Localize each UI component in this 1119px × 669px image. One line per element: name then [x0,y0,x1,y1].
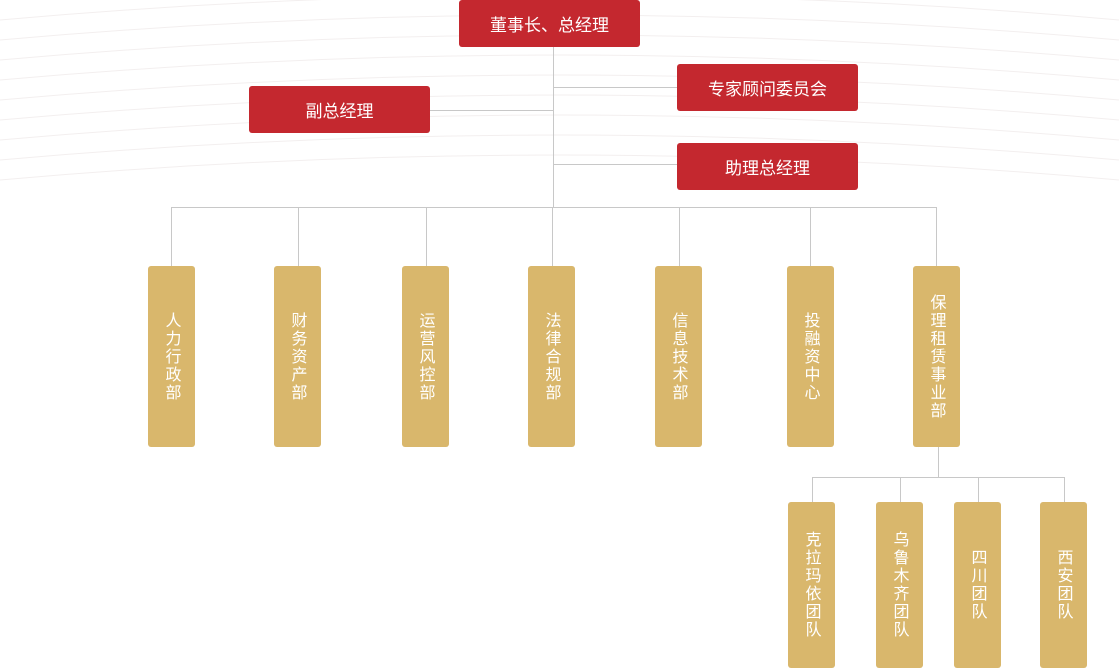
department-label: 信息技术部 [669,311,689,402]
node-team-xian: 西安团队 [1040,502,1087,668]
department-label: 保理租赁事业部 [927,293,947,420]
department-label: 运营风控部 [416,311,436,402]
department-label: 投融资中心 [801,311,821,402]
node-assistant-gm: 助理总经理 [677,143,858,190]
node-department-investment: 投融资中心 [787,266,834,447]
node-department-legal: 法律合规部 [528,266,575,447]
node-department-it: 信息技术部 [655,266,702,447]
node-chairman-gm-label: 董事长、总经理 [490,16,609,36]
team-label: 克拉玛依团队 [802,531,822,639]
node-department-finance: 财务资产部 [274,266,321,447]
team-label: 西安团队 [1054,549,1074,621]
department-label: 法律合规部 [542,311,562,402]
node-vice-gm-label: 副总经理 [305,102,374,122]
team-label: 乌鲁木齐团队 [890,531,910,639]
node-department-hr-admin: 人力行政部 [148,266,195,447]
node-assistant-gm-label: 助理总经理 [725,159,810,179]
node-team-karamay: 克拉玛依团队 [788,502,835,668]
node-team-urumqi: 乌鲁木齐团队 [876,502,923,668]
node-department-risk-control: 运营风控部 [402,266,449,447]
team-label: 四川团队 [968,549,988,621]
department-label: 人力行政部 [162,311,182,402]
node-department-factoring-leasing: 保理租赁事业部 [913,266,960,447]
department-label: 财务资产部 [288,311,308,402]
node-chairman-gm: 董事长、总经理 [459,0,640,47]
node-team-sichuan: 四川团队 [954,502,1001,668]
node-vice-gm: 副总经理 [249,86,430,133]
node-expert-committee: 专家顾问委员会 [677,64,858,111]
node-expert-committee-label: 专家顾问委员会 [708,80,827,100]
